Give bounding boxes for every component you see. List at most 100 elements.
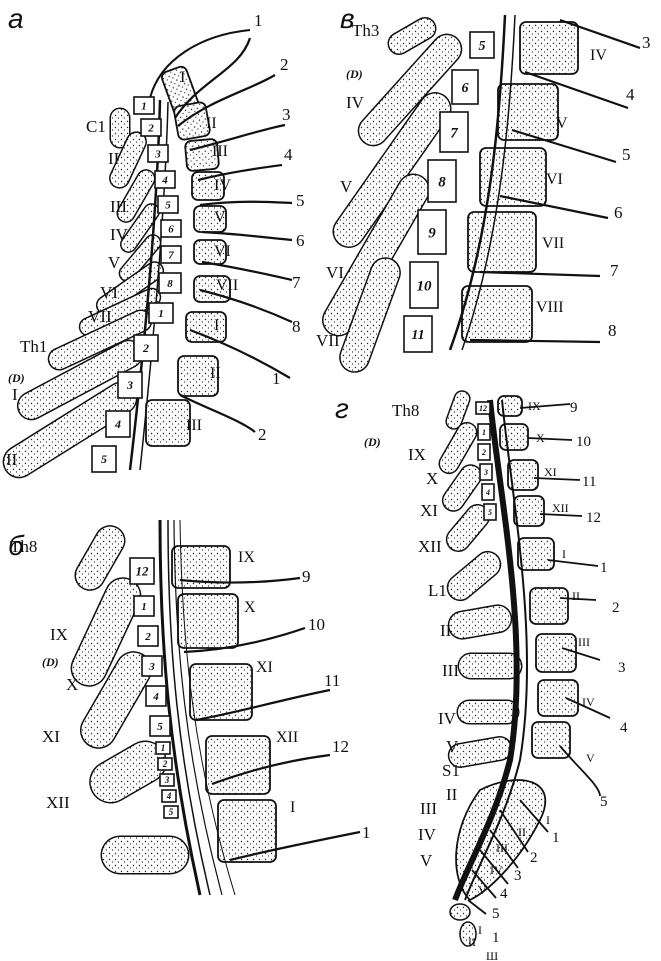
v-body-label-2: V <box>556 115 568 132</box>
a-body-label-1: I <box>180 69 185 86</box>
a-body-label-10: III <box>186 417 202 434</box>
b-root-number-4: 12 <box>332 737 349 756</box>
v-body-label-5: VIII <box>536 299 564 316</box>
g-left-label-6: XII <box>418 537 442 556</box>
v-body-label-1: IV <box>590 47 607 64</box>
a-segment-6-label: 6 <box>168 223 174 235</box>
g-left-label-13: II <box>446 785 458 804</box>
a-segment-13-label: 5 <box>101 452 107 466</box>
b-vertebral-body-4 <box>206 736 270 794</box>
v-segment-7-label: 11 <box>411 328 424 343</box>
g-root-number-14: 5 <box>492 906 500 922</box>
v-vertebral-body-1 <box>520 22 578 74</box>
b-left-label-4: X <box>66 675 78 694</box>
v-spinous-1 <box>399 29 425 44</box>
v-segment-1-label: 5 <box>479 39 486 54</box>
a-segment-1-label: 1 <box>141 100 147 112</box>
a-left-label-7: VII <box>88 307 112 326</box>
a-left-label-2: II <box>108 149 120 168</box>
g-spinous-4 <box>458 517 477 540</box>
a-body-label-7: VII <box>216 277 238 294</box>
a-body-label-5: V <box>214 209 226 226</box>
g-left-label-16: V <box>420 851 433 870</box>
a-spinous-3 <box>126 179 146 214</box>
v-left-label-5: VI <box>326 263 344 282</box>
b-left-label-3: (D) <box>42 655 59 669</box>
g-body-label-4: XII <box>552 501 569 515</box>
g-root-line-2 <box>528 438 572 440</box>
v-vertebral-body-4 <box>468 212 536 272</box>
a-root-number-7: 7 <box>292 273 301 292</box>
g-root-number-12: 3 <box>514 868 522 884</box>
b-segment-10-label: 4 <box>166 791 172 801</box>
b-root-number-5: 1 <box>362 823 371 842</box>
g-vertebral-body-5 <box>518 538 554 570</box>
a-left-label-3: III <box>110 197 127 216</box>
b-segment-2-label: 1 <box>141 601 147 613</box>
a-root-number-9: 1 <box>272 369 281 388</box>
panel-v: в 567891011 Th3(D)IVVVIVII IVVVIVIIVIII … <box>316 3 651 357</box>
panel-letter-a: а <box>8 3 24 34</box>
a-root-number-2: 2 <box>280 55 289 74</box>
g-vertebral-body-9 <box>532 722 570 758</box>
g-spinous-2 <box>449 432 467 463</box>
a-segment-12-label: 4 <box>114 417 121 431</box>
a-segment-9-label: 1 <box>158 308 164 320</box>
b-vertebral-body-5 <box>218 800 276 862</box>
b-body-label-1: IX <box>238 549 255 566</box>
g-root-number-13: 4 <box>500 886 508 902</box>
g-body-label-15: I <box>478 923 482 937</box>
g-vertebral-body-1 <box>498 396 522 416</box>
b-root-number-2: 10 <box>308 615 325 634</box>
g-left-label-7: L1 <box>428 581 447 600</box>
a-segment-10-label: 2 <box>142 341 149 355</box>
a-root-line-6 <box>202 232 292 240</box>
g-root-number-10: 1 <box>552 830 560 846</box>
g-root-number-8: 4 <box>620 720 628 736</box>
v-root-number-3: 5 <box>622 145 631 164</box>
b-left-label-1: Th8 <box>10 537 37 556</box>
b-segment-1-label: 12 <box>136 564 150 579</box>
g-body-label-2: X <box>536 431 545 445</box>
g-spinous-3 <box>453 476 470 501</box>
v-left-label-6: VII <box>316 331 340 350</box>
a-vertebral-body-10 <box>146 400 190 446</box>
g-body-label-17: Ш <box>486 949 498 961</box>
v-root-number-6: 8 <box>608 321 617 340</box>
b-segment-6-label: 5 <box>157 721 163 733</box>
g-segment-2-label: 1 <box>482 428 486 437</box>
b-body-label-5: I <box>290 799 295 816</box>
a-root-number-5: 5 <box>296 191 305 210</box>
g-vertebral-body-6 <box>530 588 568 624</box>
b-segment-9-label: 3 <box>164 775 170 785</box>
v-segment-4-label: 8 <box>438 174 446 190</box>
g-root-number-9: 5 <box>600 794 608 810</box>
g-left-label-1: Th8 <box>392 401 419 420</box>
b-segment-7-label: 1 <box>161 743 166 753</box>
g-root-number-4: 12 <box>586 510 601 526</box>
a-left-label-5: V <box>108 253 121 272</box>
a-root-numbers: 1234567812 <box>254 11 305 444</box>
a-segment-7-label: 7 <box>168 249 174 261</box>
a-left-label-10: I <box>12 385 18 404</box>
b-left-label-2: IX <box>50 625 68 644</box>
g-left-label-5: XI <box>420 501 438 520</box>
v-root-number-5: 7 <box>610 261 619 280</box>
g-left-label-4: X <box>426 469 438 488</box>
g-body-label-13: IV <box>490 863 503 877</box>
g-left-label-2: (D) <box>364 435 381 449</box>
g-spinous-6 <box>462 619 497 625</box>
a-root-number-3: 3 <box>282 105 291 124</box>
g-body-label-3: XI <box>544 465 557 479</box>
v-root-number-1: 3 <box>642 33 651 52</box>
v-body-label-4: VII <box>542 235 564 252</box>
g-left-label-10: IV <box>438 709 457 728</box>
g-body-label-16: II <box>468 935 476 949</box>
a-root-line-5 <box>200 202 292 205</box>
v-segment-5-label: 9 <box>428 225 436 241</box>
b-vertebral-body-2 <box>178 594 238 648</box>
v-vertebral-body-5 <box>462 286 532 342</box>
